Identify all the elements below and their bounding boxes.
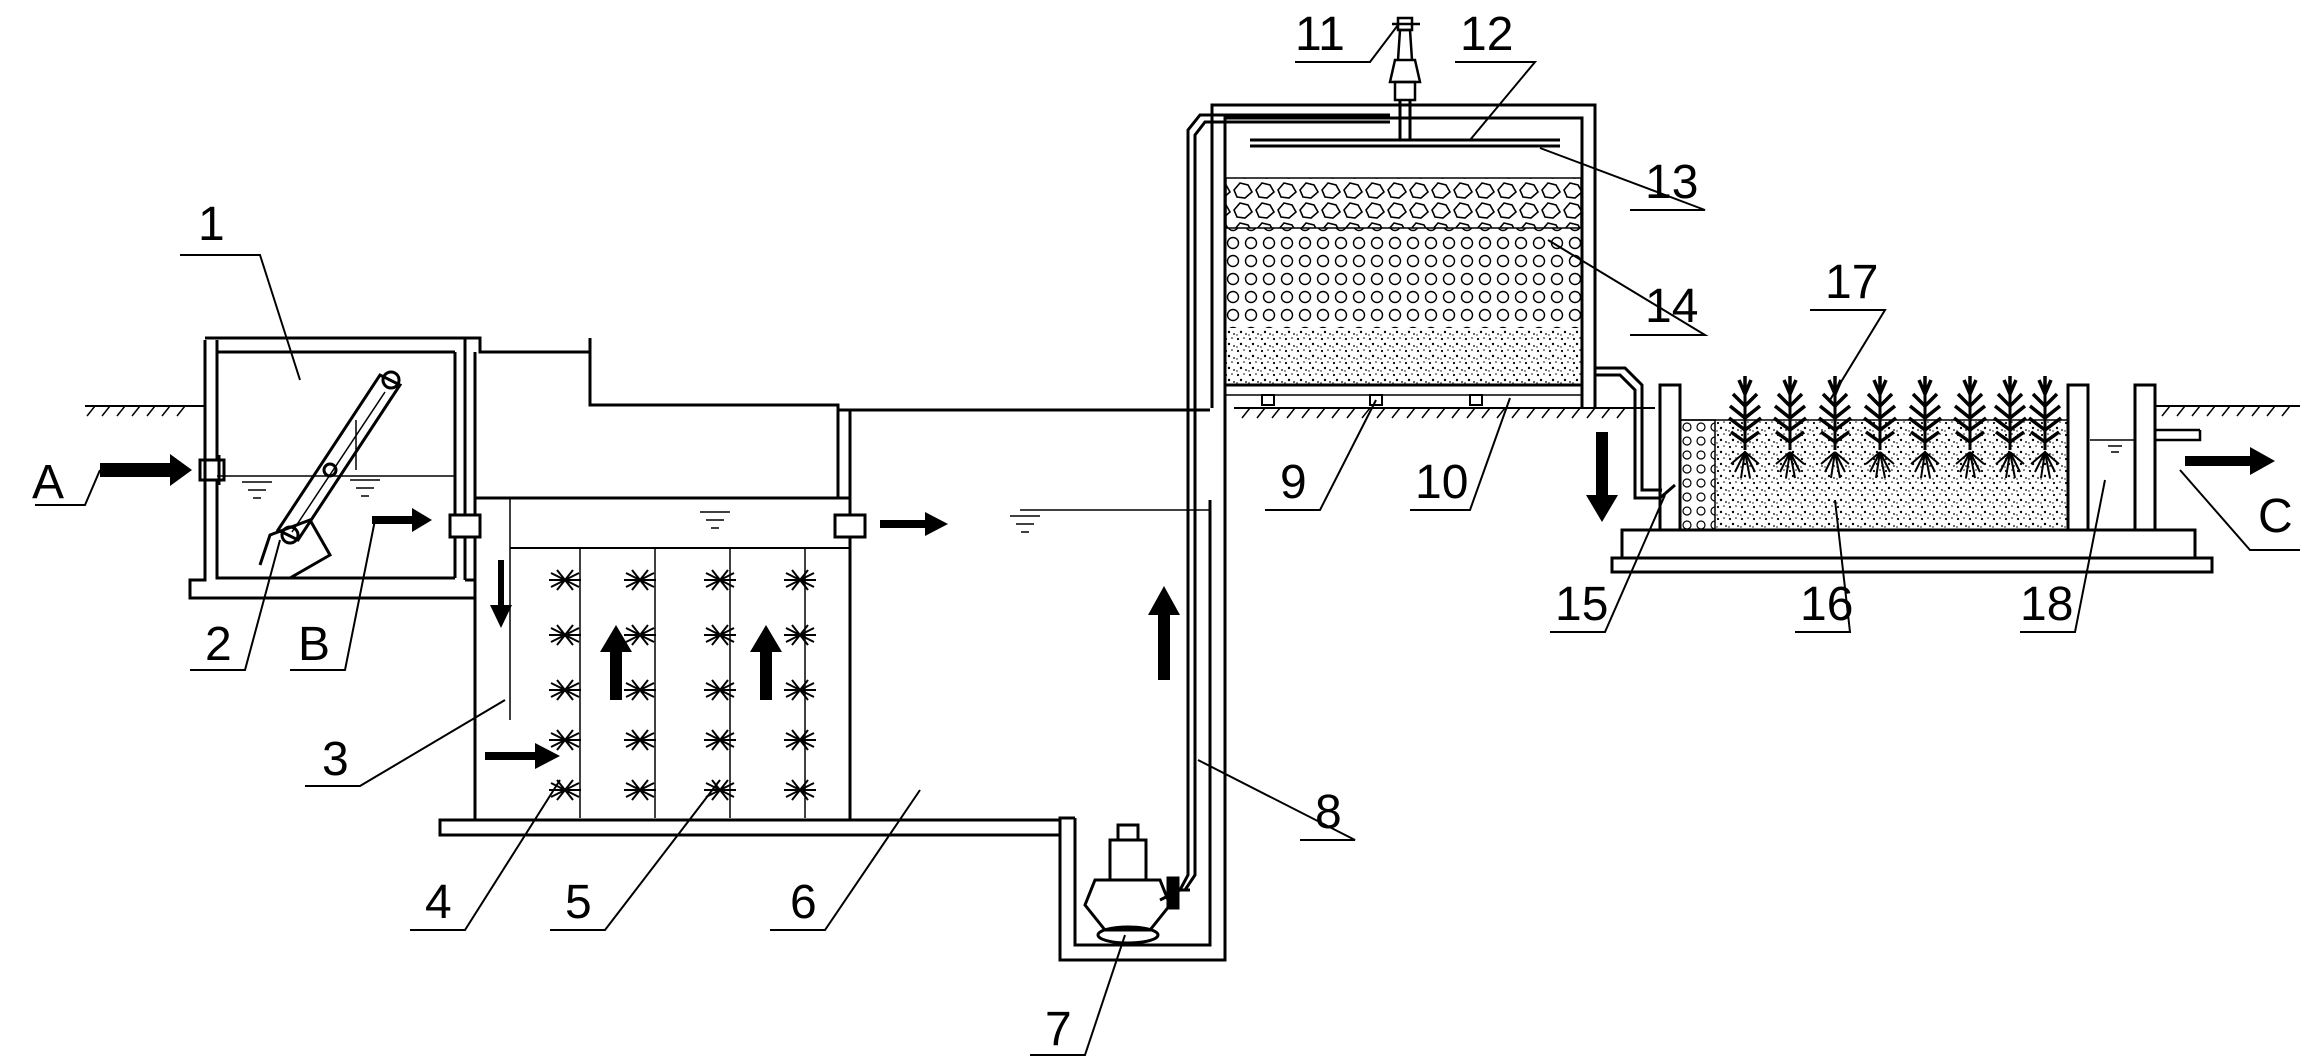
callout-7: 7 [1045, 1003, 1072, 1056]
callout-14: 14 [1645, 280, 1698, 333]
callout-1: 1 [198, 198, 225, 251]
arrow-down [490, 560, 512, 628]
arrow-wetland-down [1586, 432, 1618, 522]
arrow-up-2 [750, 625, 782, 700]
arrow-up-1 [600, 625, 632, 700]
flow-label-b: B [298, 618, 330, 671]
callout-5: 5 [565, 876, 592, 929]
rotary-head [1388, 16, 1422, 102]
filter-outlet-pipe [1595, 366, 1676, 500]
callout-3: 3 [322, 733, 349, 786]
filter-sand-layer [1226, 328, 1581, 385]
callout-15: 15 [1555, 578, 1608, 631]
callout-12: 12 [1460, 8, 1513, 61]
callout-2: 2 [205, 618, 232, 671]
arrow-to-clarifier [880, 512, 948, 536]
flow-arrows [100, 432, 2275, 769]
ground-line [85, 405, 2300, 419]
leader-lines [35, 24, 2300, 1056]
underdrain-nozzles [1261, 394, 1483, 406]
arrow-right [485, 743, 560, 769]
biofilm-reactor [438, 336, 1227, 962]
callout-4: 4 [425, 876, 452, 929]
callout-labels: 1 2 3 4 5 6 7 8 9 10 11 12 13 14 15 16 1… [32, 8, 2293, 1056]
arrow-c [2185, 447, 2275, 475]
wetland-inlet-media [1679, 419, 1716, 531]
biofilm-media [548, 569, 817, 801]
callout-11: 11 [1295, 8, 1345, 61]
callout-18: 18 [2020, 578, 2073, 631]
submersible-pump [1083, 823, 1190, 945]
inclined-bar-screen [258, 370, 403, 580]
callout-6: 6 [790, 876, 817, 929]
filter-gravel-layer [1225, 177, 1582, 229]
arrow-b [372, 508, 432, 532]
callout-17: 17 [1825, 256, 1878, 309]
callout-10: 10 [1415, 456, 1468, 509]
callout-8: 8 [1315, 786, 1342, 839]
riser-pipe [1178, 113, 1390, 891]
arrow-a [100, 454, 192, 486]
flow-label-c: C [2258, 490, 2293, 543]
screen-chamber [188, 336, 477, 600]
callout-9: 9 [1280, 456, 1307, 509]
callout-13: 13 [1645, 156, 1698, 209]
callout-16: 16 [1800, 578, 1853, 631]
arrow-riser-up [1148, 586, 1180, 680]
flow-label-a: A [32, 456, 64, 509]
spray-distributor [1250, 100, 1560, 148]
filter-media-layer [1226, 228, 1581, 328]
